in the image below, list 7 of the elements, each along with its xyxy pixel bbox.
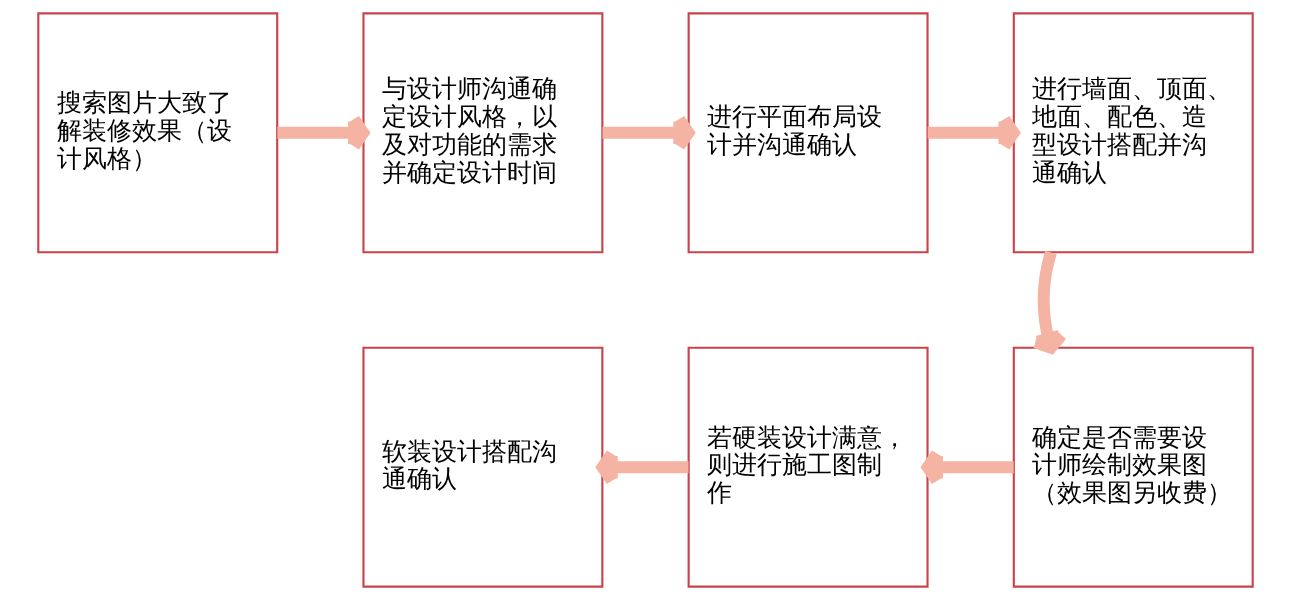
- node-box: 与设计师沟通确定设计风格，以及对功能的需求并确定设计时间: [361, 12, 603, 254]
- node-box: 进行墙面、顶面、地面、配色、造型设计搭配并沟通确认: [1012, 12, 1254, 254]
- node-box: 确定是否需要设计师绘制效果图（效果图另收费）: [1012, 346, 1254, 588]
- node-box: 软装设计搭配沟通确认: [361, 346, 603, 588]
- node-box: 若硬装设计满意，则进行施工图制作: [687, 346, 929, 588]
- node-box: 搜索图片大致了解装修效果（设计风格）: [36, 12, 278, 254]
- node-box: 进行平面布局设计并沟通确认: [687, 12, 929, 254]
